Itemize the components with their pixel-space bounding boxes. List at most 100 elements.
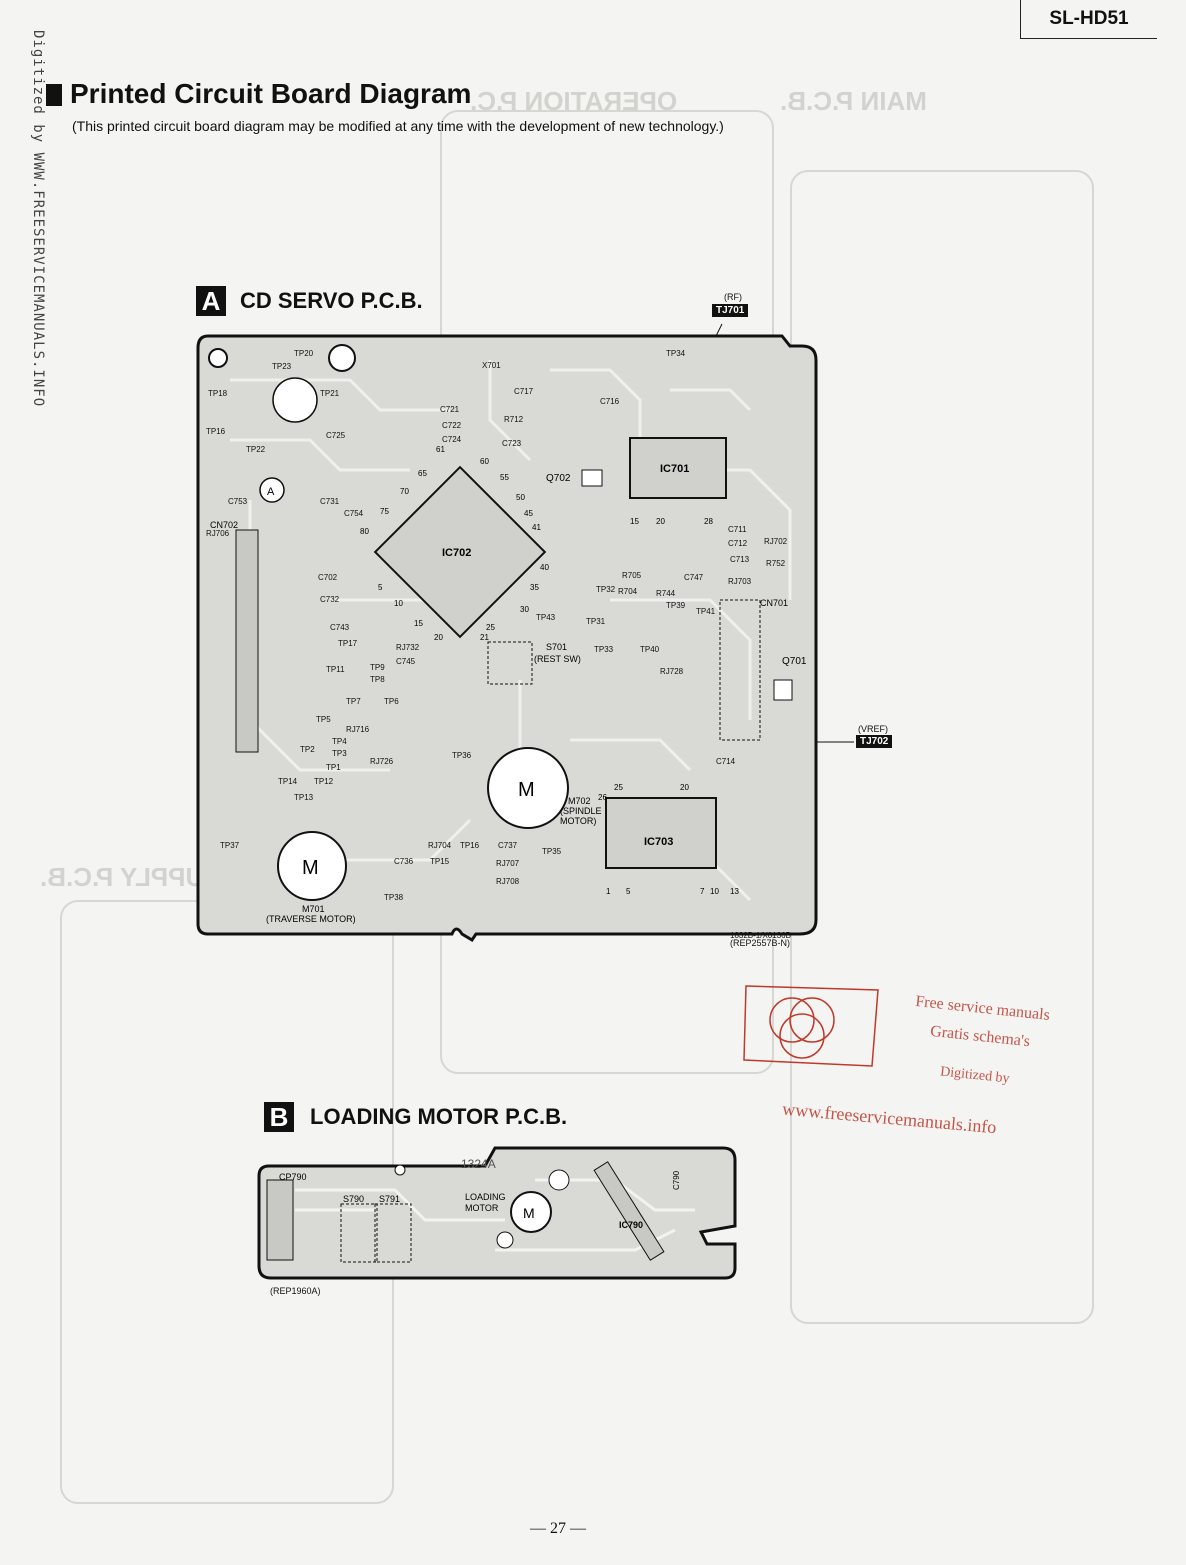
loading-motor-icon [510,1191,552,1233]
svg-text:CP790: CP790 [279,1172,307,1182]
svg-text:20: 20 [656,517,665,526]
svg-text:TP32: TP32 [596,585,616,594]
ic702-label: IC702 [442,547,471,559]
svg-text:1: 1 [606,887,611,896]
svg-text:TP23: TP23 [272,362,292,371]
test-point-a [259,477,285,503]
svg-text:M: M [302,857,319,879]
svg-text:C747: C747 [684,573,704,582]
svg-text:RJ704: RJ704 [428,841,452,850]
svg-text:TP34: TP34 [666,349,686,358]
svg-text:1324A: 1324A [461,1157,496,1171]
svg-text:TP4: TP4 [332,737,347,746]
loading-motor-pcb: M CP790 S790 S791 LOADING MOTOR IC790 13… [257,1146,737,1280]
svg-text:TP6: TP6 [384,697,399,706]
svg-text:R744: R744 [656,589,676,598]
ghost-text-operation: OPERATION P.C. [470,86,678,116]
cn702-strip [235,529,259,753]
svg-text:35: 35 [530,583,539,592]
svg-text:45: 45 [524,509,533,518]
svg-text:41: 41 [532,523,541,532]
svg-text:10: 10 [710,887,719,896]
svg-text:55: 55 [500,473,509,482]
svg-text:TP9: TP9 [370,663,385,672]
svg-text:C737: C737 [498,841,518,850]
svg-text:RJ708: RJ708 [496,877,520,886]
m702-label: M702 [568,796,591,806]
svg-text:RJ703: RJ703 [728,577,752,586]
cn701-strip [719,599,761,741]
svg-text:C722: C722 [442,421,462,430]
m702-name: (SPINDLE [560,806,602,816]
mount-hole [328,344,356,372]
svg-text:TP39: TP39 [666,601,686,610]
svg-text:20: 20 [680,783,689,792]
svg-text:40: 40 [540,563,549,572]
svg-text:15: 15 [630,517,639,526]
svg-text:C731: C731 [320,497,340,506]
svg-text:S790: S790 [343,1194,364,1204]
m701-name: (TRAVERSE MOTOR) [266,914,356,924]
svg-text:C714: C714 [716,757,736,766]
svg-text:MOTOR): MOTOR) [560,816,596,826]
svg-text:TP22: TP22 [246,445,266,454]
svg-text:75: 75 [380,507,389,516]
svg-text:20: 20 [434,633,443,642]
loading-pcb-outline [257,1146,737,1280]
q701-label: Q701 [782,656,807,667]
svg-text:13: 13 [730,887,739,896]
svg-text:TP18: TP18 [208,389,228,398]
svg-text:TP40: TP40 [640,645,660,654]
tj702-caption: (VREF) [858,724,888,734]
svg-text:C702: C702 [318,573,338,582]
svg-text:RJ707: RJ707 [496,859,520,868]
tj701-caption: (RF) [724,292,742,302]
svg-text:25: 25 [486,623,495,632]
page-number: — 27 — [530,1520,586,1537]
svg-text:M: M [523,1205,535,1221]
svg-text:30: 30 [520,605,529,614]
page-subtitle: (This printed circuit board diagram may … [72,118,724,134]
svg-text:C732: C732 [320,595,340,604]
svg-text:C725: C725 [326,431,346,440]
svg-text:TP11: TP11 [326,665,345,674]
svg-text:RJ726: RJ726 [370,757,394,766]
svg-text:80: 80 [360,527,369,536]
section-b-letter: B [264,1102,294,1132]
side-watermark: Digitized by WWW.FREESERVICEMANUALS.INFO [30,30,46,408]
svg-text:TP33: TP33 [594,645,614,654]
svg-text:M: M [518,779,535,801]
s701-label: S701 [546,642,567,652]
svg-text:28: 28 [704,517,713,526]
svg-text:RJ716: RJ716 [346,725,370,734]
svg-text:C723: C723 [502,439,522,448]
section-a-letter: A [196,286,226,316]
svg-text:R752: R752 [766,559,786,568]
svg-text:C736: C736 [394,857,414,866]
s791-body [374,1203,412,1263]
svg-text:70: 70 [400,487,409,496]
model-number: SL-HD51 [1020,0,1157,39]
section-a-title: CD SERVO P.C.B. [240,288,423,313]
svg-text:TP7: TP7 [346,697,361,706]
svg-text:TP14: TP14 [278,777,298,786]
svg-text:21: 21 [480,633,489,642]
svg-text:1832B-1/X0136B: 1832B-1/X0136B [730,931,791,940]
round-pad [272,377,318,423]
svg-text:C743: C743 [330,623,350,632]
ic790-strip [593,1161,665,1261]
svg-text:5: 5 [378,583,383,592]
svg-text:IC790: IC790 [619,1220,643,1230]
ic701-label: IC701 [660,463,689,475]
ic702-body [373,465,547,639]
svg-text:S791: S791 [379,1194,400,1204]
cn701-label: CN701 [760,598,788,608]
q701-body [773,679,793,701]
svg-text:LOADING: LOADING [465,1192,506,1202]
svg-text:TP3: TP3 [332,749,347,758]
svg-text:C713: C713 [730,555,750,564]
svg-text:TP5: TP5 [316,715,331,724]
svg-text:61: 61 [436,445,445,454]
title-bullet-icon [46,84,62,106]
s701-name: (REST SW) [534,654,581,664]
